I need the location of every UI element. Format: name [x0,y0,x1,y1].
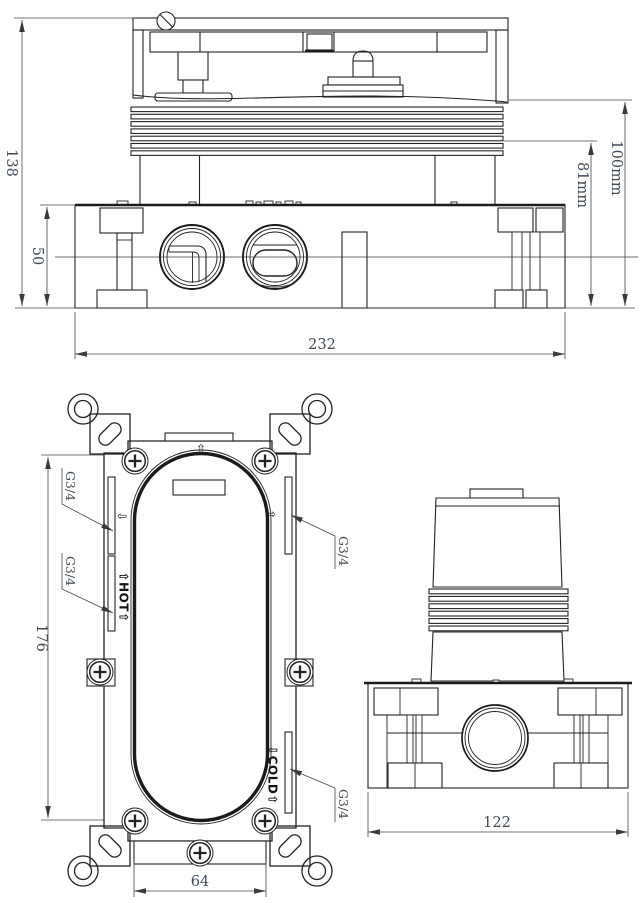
front-view-annotations: G3/4 G3/4 G3/4 G3/4 [61,468,351,822]
stop-valve-stem [154,51,233,102]
front-view-dimensions: 176 64 [33,457,267,897]
screw-icon [250,806,280,836]
mounting-lug-top-right [269,393,333,455]
side-left-leg [373,687,443,789]
dim-mount-height-label: 176 [33,624,49,652]
cap-top-tab [469,488,524,499]
plaster-guard-cap [132,11,509,104]
flow-left-arrow-icon: ⇦ [117,509,127,523]
thread-label-bottom-right: G3/4 [336,789,351,819]
flow-right-arrow-icon: ⇨ [266,507,276,521]
dim-depth-inner-label: 81mm [574,162,590,208]
mounting-lug-bottom-right [269,825,333,887]
left-mount-leg [96,207,148,309]
front-view: ⇧ ⇦ ⇨ ⇧HOT⇧ ⇩COLD⇧ G3/4 G3/4 G3/4 G3/4 1… [33,393,351,897]
dim-total-height-label: 138 [3,149,19,177]
protective-cap [432,497,563,588]
center-boss [341,231,368,309]
thread-label-mid-left: G3/4 [63,556,78,586]
collar-base [430,631,565,682]
screw-icon [285,657,315,687]
side-valve-body-box [364,678,632,789]
mounting-lug-top-left [67,393,131,455]
screw-icon [120,806,150,836]
thread-label-top-right: G3/4 [336,536,351,566]
valve-body-box [55,200,638,309]
thread-label-top-left: G3/4 [63,471,78,501]
cartridge-stem [322,50,404,98]
dim-depth-outer-label: 100mm [608,140,624,195]
side-threaded-collar [428,588,569,632]
cap-screw-icon [156,11,176,31]
side-section-view: 138 50 81mm 100mm 232 [3,11,638,359]
side-section-dimensions: 138 50 81mm 100mm 232 [3,17,635,359]
hot-port-label: ⇧HOT⇧ [117,571,131,622]
side-view-dimensions: 122 [367,792,629,837]
right-mount-leg [494,207,564,309]
side-right-leg [553,687,623,789]
side-port-circle [461,704,529,772]
mounting-lug-bottom-left [67,825,131,887]
screw-icon [85,657,115,687]
screw-icon [120,446,150,476]
dim-bottom-tab-width-label: 64 [191,874,209,890]
center-oval-opening [130,449,272,825]
dim-box-height-label: 50 [29,247,45,265]
nameplate-rect [172,479,226,496]
top-tab [164,432,234,442]
flow-up-arrow-icon: ⇧ [196,442,206,456]
dim-side-width-label: 122 [483,815,511,831]
dim-total-width-label: 232 [308,337,336,353]
cap-center-notch [305,33,334,53]
screw-icon [250,446,280,476]
side-view: 122 [364,488,632,837]
threaded-collar [130,106,504,205]
cold-port-label: ⇩COLD⇧ [266,745,280,805]
screw-icon [185,838,215,868]
